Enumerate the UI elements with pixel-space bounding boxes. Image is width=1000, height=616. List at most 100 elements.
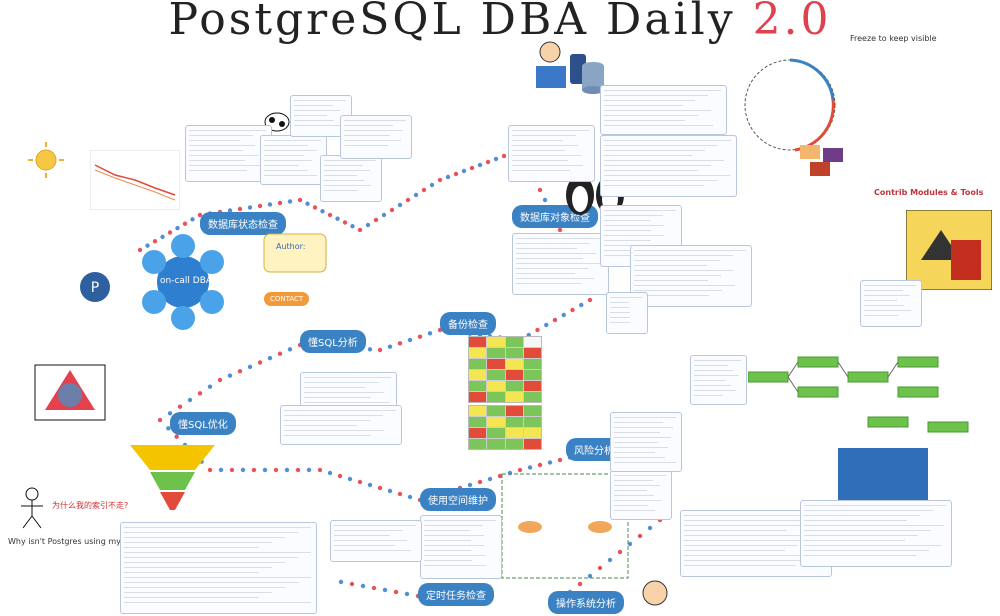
text-line [684,560,809,561]
path-dot [557,457,563,463]
path-dot [229,467,235,473]
text-line [424,540,471,541]
path-dot [597,565,603,571]
text-line [424,565,486,566]
text-line [864,290,903,291]
section-bubble-cron[interactable]: 定时任务检查 [418,583,494,606]
text-line [604,95,708,96]
path-dot [467,482,473,488]
stick-figure-icon [21,487,43,529]
text-line [516,268,589,269]
text-line [604,215,663,216]
text-line [694,370,734,371]
path-dot [404,591,410,597]
path-dot [437,177,443,183]
text-line [512,145,579,146]
text-line [512,130,589,131]
path-dot [501,153,507,159]
path-dot [617,549,623,555]
text-line [124,602,311,603]
grid-cell [469,392,487,402]
text-line [304,377,391,378]
path-dot [335,216,340,221]
grid-cell [505,348,523,358]
text-line [264,140,321,141]
path-dot [277,200,283,206]
grid-cell [487,381,505,391]
text-line [604,230,651,231]
text-line [604,250,652,251]
path-dot [247,364,253,370]
text-line [324,175,357,176]
line-chart-thumb [90,150,180,210]
text-line [344,140,401,141]
face-icon [642,580,668,606]
text-line [124,597,259,598]
text-line [284,435,371,436]
text-line [294,120,334,121]
text-line [604,120,685,121]
section-bubble-risk[interactable]: 风险分析 [566,438,622,461]
grid-cell [487,392,505,402]
path-dot [627,541,633,547]
section-bubble-space[interactable]: 使用空间维护 [420,488,496,511]
text-line [324,180,364,181]
path-dot [393,589,399,595]
contrib-label: Contrib Modules & Tools [874,188,984,197]
section-bubble-os[interactable]: 操作系统分析 [548,591,624,614]
text-line [334,525,416,526]
path-dot [207,467,213,473]
path-dot [407,494,413,500]
path-dot [561,312,566,318]
contact-badge[interactable]: CONTACT [264,292,310,306]
path-dot [453,171,459,177]
path-dot [337,473,343,479]
text-line [264,170,308,171]
text-line [604,165,711,166]
page-title: PostgreSQL DBA Daily 2.0 [0,0,1000,45]
path-dot [413,192,419,198]
section-bubble-status[interactable]: 数据库状态检查 [200,212,286,235]
text-line [334,550,411,551]
text-line [694,385,731,386]
grid-cell [523,417,541,427]
text-line [324,190,358,191]
grid-cell [487,348,505,358]
text-line [614,457,666,458]
text-line [424,555,485,556]
text-line [804,545,942,546]
path-dot [312,205,318,210]
text-line [610,322,631,323]
path-dot [327,470,333,476]
why-index-cn: 为什么我的索引不走? [52,501,129,510]
section-bubble-sql-analysis[interactable]: 懂SQL分析 [300,330,366,353]
text-line [614,480,653,481]
text-line [614,495,654,496]
text-line [189,135,253,136]
path-dot [357,227,363,233]
text-line [604,235,665,236]
path-dot [387,344,393,349]
path-dot [257,203,263,209]
section-bubble-backup[interactable]: 备份检查 [440,312,496,335]
path-dot [371,585,377,591]
text-line [604,240,652,241]
text-line [614,437,671,438]
text-line [424,560,472,561]
grid-cell [469,348,487,358]
elephant-icon: P [80,272,110,302]
path-dot [145,243,150,248]
text-line [634,255,733,256]
backup-comparison-grid-2 [468,405,542,450]
text-line [604,110,711,111]
text-line [694,390,737,391]
grid-cell [487,359,505,369]
path-dot [570,307,575,313]
oncall-dba-diagram [142,234,224,330]
text-line [124,567,272,568]
text-line [604,220,650,221]
grid-cell [505,381,523,391]
text-line [424,530,470,531]
text-line [864,310,911,311]
section-bubble-sql-optimize[interactable]: 懂SQL优化 [170,412,236,435]
